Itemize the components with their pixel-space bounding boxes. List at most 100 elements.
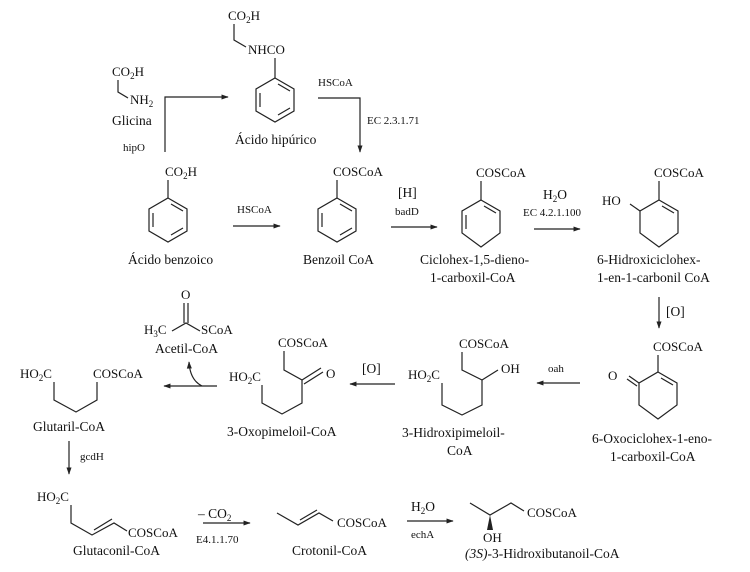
arrow-hippuric-to-benzoyl [318,97,363,153]
crotonyl-label: Crotonil-CoA [292,543,367,558]
hydroxy-label-1: 6-Hidroxiciclohex- [597,252,701,267]
cyclohexadiene-ring [461,199,501,248]
hydroxybutanoyl-oh: OH [483,530,502,545]
acetyl-double-bond [183,303,189,323]
benzoyl-label: Benzoil CoA [303,252,374,267]
cyclohexene-ring [639,199,679,248]
arrow-release-acetyl-coa [186,361,203,387]
hydroxy-ho: HO [602,193,621,208]
glycine-co2h: CO2H [112,64,144,81]
benzoyl-coscoa: COSCoA [333,164,383,179]
oxopimeloyl-coscoa: COSCoA [278,335,328,350]
hscoa-reagent-2: HSCoA [237,204,272,216]
minus-co2-reagent: – CO2 [197,506,231,523]
cyclohexene-ring [638,371,678,420]
hydroxypimeloyl-oh: OH [501,361,520,376]
compound-glutaconyl-coa: HO2C COSCoA Glutaconil-CoA [37,489,178,558]
glutaryl-chain [53,382,98,413]
ec-4-2-1-100: EC 4.2.1.100 [523,207,582,219]
hippuric-nhco: NHCO [248,42,285,57]
hydroxypimeloyl-label-1: 3-Hidroxipimeloil- [402,425,505,440]
crotonyl-coscoa: COSCoA [337,515,387,530]
glutaryl-label: Glutaril-CoA [33,419,105,434]
compound-crotonyl-coa: COSCoA Crotonil-CoA [276,509,387,558]
hippuric-label: Ácido hipúrico [235,132,317,147]
acetyl-scoa: SCoA [201,322,233,337]
oah-enzyme: oah [548,363,564,375]
hydroxypimeloyl-coscoa: COSCoA [459,336,509,351]
compound-hydroxybutanoyl-coa: COSCoA OH (3S)-3-Hidroxibutanoil-CoA [465,502,620,561]
benzene-ring [255,77,295,123]
name-rest: -3-Hidroxibutanoil-CoA [488,546,620,561]
h-reagent: [H] [398,185,417,200]
benzene-ring [148,197,188,243]
crotonyl-double-bond [299,509,318,521]
glutaconyl-ho2c: HO2C [37,489,69,506]
compound-oxopimeloyl-coa: COSCoA HO2C O 3-Oxopimeloil-CoA [227,335,337,439]
compound-hippuric-acid: CO2H NHCO Ácido hipúrico [228,8,317,147]
wedge-bond [487,515,493,530]
o-reagent-2: [O] [362,361,381,376]
diene-label-1: Ciclohex-1,5-dieno- [420,252,530,267]
diene-coscoa: COSCoA [476,165,526,180]
compound-benzoyl-coa: COSCoA Benzoil CoA [303,164,383,267]
e4-1-1-70: E4.1.1.70 [196,534,239,546]
glycine-label: Glicina [112,113,152,128]
acetyl-bonds [171,322,201,332]
hydroxypimeloyl-ho2c: HO2C [408,367,440,384]
oxo-double-bond [626,375,640,387]
hydroxybutanoyl-label: (3S)-3-Hidroxibutanoil-CoA [465,546,620,561]
glutaryl-coscoa: COSCoA [93,366,143,381]
o-reagent-1: [O] [666,304,685,319]
compound-acetyl-coa: O H3C SCoA Acetil-CoA [144,287,233,356]
compound-hydroxypimeloyl-coa: COSCoA HO2C OH 3-Hidroxipimeloil- CoA [402,336,520,458]
hipo-enzyme: hipO [123,142,145,154]
gcdh-enzyme: gcdH [80,451,104,463]
hydroxybutanoyl-coscoa: COSCoA [527,505,577,520]
ec-2-3-1-71: EC 2.3.1.71 [367,115,420,127]
h2o-reagent-1: H2O [543,187,567,204]
hydroxy-coscoa: COSCoA [654,165,704,180]
glycine-nh2: NH2 [130,92,153,109]
hippuric-co2h: CO2H [228,8,260,25]
glutaconyl-double-bond [93,518,113,531]
oxopimeloyl-ho2c: HO2C [229,369,261,386]
acetyl-o: O [181,287,190,302]
h2o-reagent-2: H2O [411,499,435,516]
benzoic-co2h: CO2H [165,164,197,181]
badd-enzyme: badD [395,206,419,218]
benzene-ring [317,197,357,243]
oxo-label-2: 1-carboxil-CoA [610,449,696,464]
compound-hydroxycyclohexene: COSCoA HO 6-Hidroxiciclohex- 1-en-1-carb… [597,165,710,285]
oxopimeloyl-chain [261,351,303,415]
oxo-coscoa: COSCoA [653,339,703,354]
hydroxypimeloyl-chain [441,352,483,416]
oxopimeloyl-o: O [326,366,335,381]
arrow-hipo [164,94,229,152]
glutaconyl-coscoa: COSCoA [128,525,178,540]
compound-benzoic-acid: CO2H Ácido benzoico [128,164,213,267]
hscoa-reagent-1: HSCoA [318,77,353,89]
glutaconyl-chain [70,505,128,536]
hydroxy-label-2: 1-en-1-carbonil CoA [597,270,710,285]
oxopimeloyl-label: 3-Oxopimeloil-CoA [227,424,337,439]
hydroxybutanoyl-chain [469,502,525,516]
crotonyl-chain [276,512,334,526]
benzoic-label: Ácido benzoico [128,252,213,267]
hydroxypimeloyl-label-2: CoA [447,443,473,458]
diene-label-2: 1-carboxil-CoA [430,270,516,285]
oxo-label-1: 6-Oxociclohex-1-eno- [592,431,712,446]
echa-enzyme: echA [411,529,434,541]
glutaconyl-label: Glutaconil-CoA [73,543,160,558]
glutaryl-ho2c: HO2C [20,366,52,383]
glycine-bond [117,80,129,99]
stereo-prefix: (3S) [465,546,488,561]
keto-double-bond [301,367,324,385]
hippuric-chain [233,24,247,48]
compound-glycine: CO2H NH2 Glicina [112,64,153,128]
compound-glutaryl-coa: HO2C COSCoA Glutaril-CoA [20,366,143,434]
compound-oxocyclohexene: COSCoA O 6-Oxociclohex-1-eno- 1-carboxil… [592,339,712,464]
ho-bond [629,203,641,212]
compound-cyclohexadiene: COSCoA Ciclohex-1,5-dieno- 1-carboxil-Co… [420,165,530,285]
